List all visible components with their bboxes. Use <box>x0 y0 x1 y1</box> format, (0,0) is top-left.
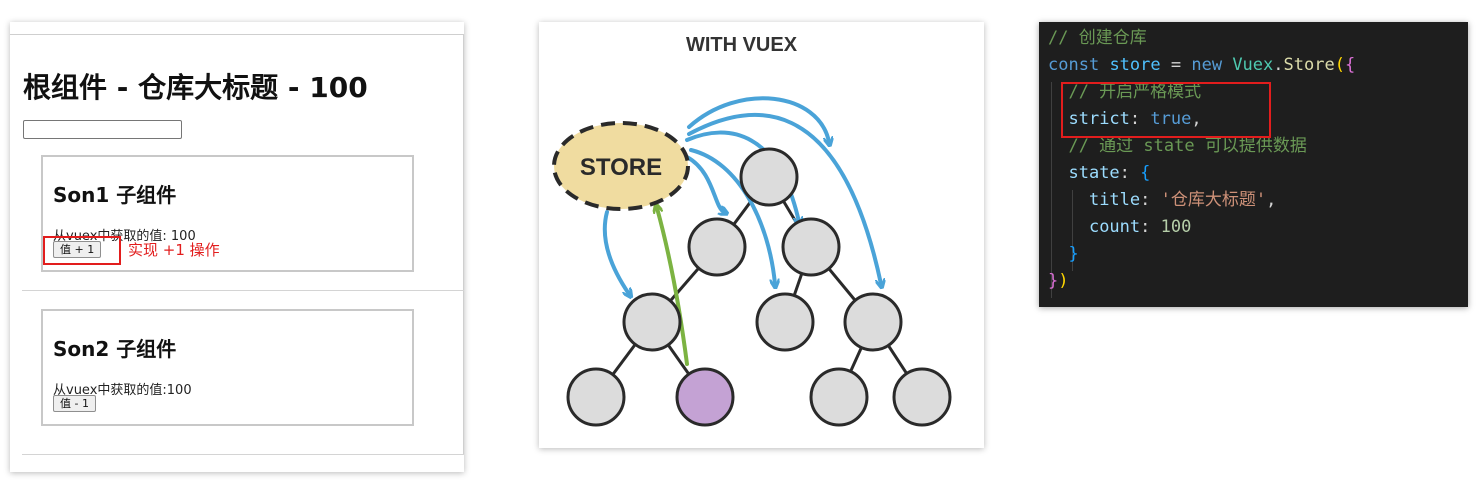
tree-node <box>566 367 626 427</box>
tree-node <box>843 292 903 352</box>
son1-component-box: Son1 子组件 从vuex中获取的值: 100 值 + 1 实现 +1 操作 <box>41 155 414 272</box>
code-line-10: }) <box>1048 271 1069 291</box>
vue-app-demo-panel: 根组件 - 仓库大标题 - 100 Son1 子组件 从vuex中获取的值: 1… <box>10 22 464 472</box>
divider-bottom <box>22 454 464 455</box>
code-line-8: count: 100 <box>1088 217 1192 237</box>
strict-mode-highlight-rect <box>1061 82 1271 138</box>
diagram-title: WITH VUEX <box>685 34 798 56</box>
tree-nodes <box>566 147 952 427</box>
tree-node <box>809 367 869 427</box>
increment-button[interactable]: 值 + 1 <box>53 241 102 258</box>
highlight-rect <box>43 236 121 265</box>
vuex-diagram-panel: STORE WITH VUEX <box>539 22 984 448</box>
indent-guide <box>1072 190 1073 271</box>
component-to-store-arrow <box>657 208 689 366</box>
increment-annotation: 实现 +1 操作 <box>128 241 220 259</box>
decrement-button[interactable]: 值 - 1 <box>53 395 96 412</box>
root-input[interactable] <box>23 120 182 139</box>
code-comment: // 创建仓库 <box>1048 28 1147 48</box>
code-line-3: // 开启严格模式 <box>1048 82 1202 102</box>
store-node <box>552 121 690 211</box>
indent-guide <box>1051 82 1052 298</box>
divider-right <box>463 34 464 454</box>
tree-node-highlighted <box>675 367 735 427</box>
code-editor-panel: // 创建仓库 const store = new Vuex.Store({ /… <box>1039 22 1468 307</box>
son2-component-box: Son2 子组件 从vuex中获取的值:100 值 - 1 <box>41 309 414 426</box>
divider-middle <box>22 290 464 291</box>
son1-title: Son1 子组件 <box>53 183 177 207</box>
tree-node <box>781 217 841 277</box>
root-component-title: 根组件 - 仓库大标题 - 100 <box>23 71 368 104</box>
divider-top <box>10 34 464 35</box>
code-line-5: // 通过 state 可以提供数据 <box>1048 136 1307 156</box>
vuex-tree-diagram: STORE <box>552 96 952 427</box>
tree-node-root <box>739 147 799 207</box>
tree-edges <box>594 176 924 398</box>
code-line-1: // 创建仓库 <box>1048 25 1147 52</box>
tree-node <box>892 367 952 427</box>
tree-node <box>755 292 815 352</box>
code-line-2: const store = new Vuex.Store({ <box>1048 55 1356 75</box>
code-line-9: } <box>1068 244 1079 264</box>
code-line-4: strict: true, <box>1068 109 1202 129</box>
code-line-6: state: { <box>1068 163 1151 183</box>
tree-node <box>622 292 682 352</box>
store-label: STORE <box>580 154 662 181</box>
code-line-7: title: '仓库大标题', <box>1088 190 1277 210</box>
son1-value-text: 从vuex中获取的值: 100 <box>53 229 196 244</box>
son2-title: Son2 子组件 <box>53 337 177 361</box>
tree-node <box>687 217 747 277</box>
son2-value-text: 从vuex中获取的值:100 <box>53 383 192 398</box>
